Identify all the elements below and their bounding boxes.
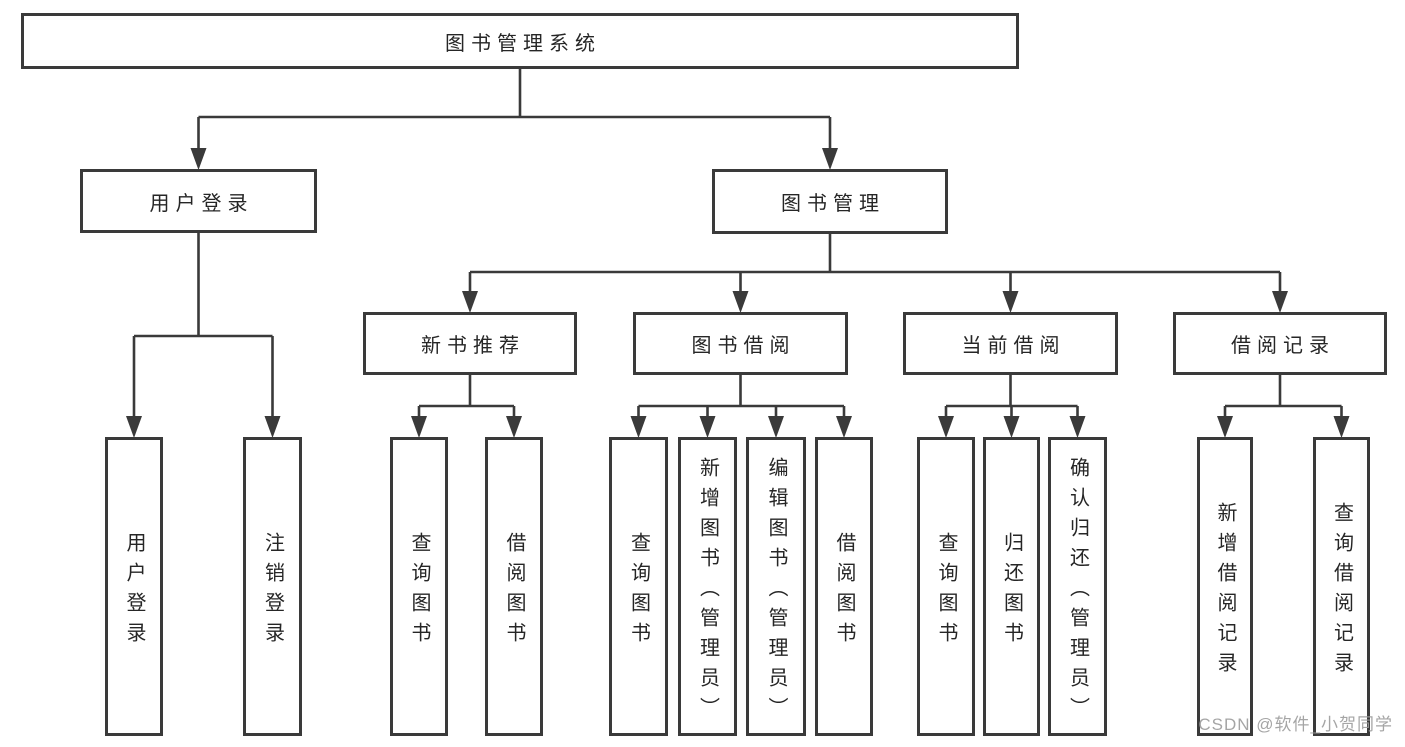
watermark: CSDN @软件_小贺同学	[1198, 715, 1393, 734]
node-book-borrowing: 图书借阅	[633, 312, 848, 375]
node-label: 当前借阅	[961, 335, 1066, 357]
node-label: 查询图书	[935, 531, 957, 652]
leaf-query-borrow-record: 查询借阅记录	[1313, 437, 1370, 736]
leaf-user-login: 用户登录	[105, 437, 163, 736]
node-label: 用户登录	[149, 192, 254, 215]
node-label: 用户登录	[123, 531, 145, 652]
leaf-add-borrow-record: 新增借阅记录	[1197, 437, 1253, 736]
node-borrow-records: 借阅记录	[1173, 312, 1387, 375]
leaf-add-book-admin: 新增图书（管理员）	[678, 437, 737, 736]
node-book-management: 图书管理	[712, 169, 948, 234]
node-system-root: 图书管理系统	[21, 13, 1019, 69]
leaf-borrow-books-recommend: 借阅图书	[485, 437, 543, 736]
node-label: 确认归还（管理员）	[1066, 456, 1089, 727]
leaf-query-books-recommend: 查询图书	[390, 437, 448, 736]
leaf-borrow-books: 借阅图书	[815, 437, 873, 736]
node-label: 图书借阅	[691, 335, 796, 357]
node-label: 查询图书	[627, 531, 650, 652]
node-label: 归还图书	[1000, 531, 1023, 652]
node-label: 借阅图书	[503, 531, 525, 652]
node-user-login: 用户登录	[80, 169, 317, 233]
node-label: 图书管理系统	[445, 32, 601, 55]
leaf-edit-book-admin: 编辑图书（管理员）	[746, 437, 806, 736]
node-label: 查询借阅记录	[1330, 501, 1353, 682]
node-label: 借阅图书	[833, 531, 855, 652]
leaf-return-book: 归还图书	[983, 437, 1040, 736]
node-label: 查询图书	[408, 531, 430, 652]
leaf-query-books-current: 查询图书	[917, 437, 975, 736]
node-label: 新增借阅记录	[1214, 501, 1236, 682]
leaf-query-books-borrowing: 查询图书	[609, 437, 668, 736]
node-label: 借阅记录	[1231, 335, 1335, 357]
node-new-book-recommend: 新书推荐	[363, 312, 577, 375]
node-current-borrowing: 当前借阅	[903, 312, 1118, 375]
node-label: 注销登录	[261, 531, 284, 652]
node-label: 图书管理	[781, 193, 885, 215]
node-label: 编辑图书（管理员）	[765, 456, 787, 727]
node-label: 新书推荐	[421, 335, 525, 357]
leaf-confirm-return-admin: 确认归还（管理员）	[1048, 437, 1107, 736]
node-label: 新增图书（管理员）	[696, 456, 719, 727]
leaf-logout-login: 注销登录	[243, 437, 302, 736]
